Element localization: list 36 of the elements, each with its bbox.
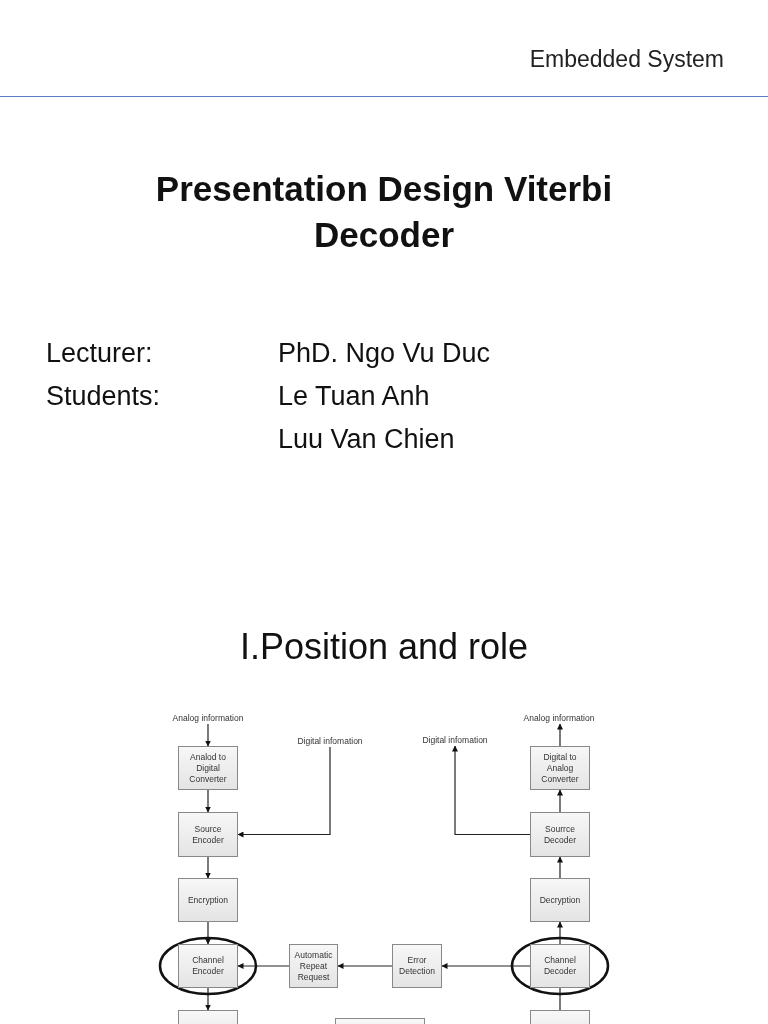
arrow xyxy=(337,963,393,969)
arrow xyxy=(237,746,331,838)
info-text: Le Tuan Anh xyxy=(278,381,430,412)
process-box: Digital to Analog Converter xyxy=(530,746,590,790)
process-box: Encryption xyxy=(178,878,238,922)
arrow xyxy=(205,856,211,879)
process-box: Decryption xyxy=(530,878,590,922)
process-box: Error Detection xyxy=(392,944,442,988)
arrow xyxy=(441,963,531,969)
info-text: Lecturer: xyxy=(46,338,153,369)
flow-label: Digital infomation xyxy=(290,735,370,747)
arrow xyxy=(237,963,290,969)
arrow xyxy=(557,789,563,813)
flow-label: Analog information xyxy=(168,712,248,724)
info-text: Students: xyxy=(46,381,161,412)
arrow xyxy=(557,856,563,879)
slide-title: Presentation Design Viterbi Decoder xyxy=(154,168,614,256)
info-text: PhD. Ngo Vu Duc xyxy=(278,338,491,369)
process-box: Analod to Digital Converter xyxy=(178,746,238,790)
process-box: Sourrce Decoder xyxy=(530,812,590,857)
process-box: Channel Decoder xyxy=(530,944,590,988)
process-box: Automatic Repeat Request xyxy=(289,944,338,988)
arrow xyxy=(557,723,563,747)
arrow xyxy=(205,723,211,747)
flow-label: Digital infomation xyxy=(415,734,495,746)
arrow xyxy=(205,921,211,945)
section-heading: I.Position and role xyxy=(238,626,530,668)
arrow xyxy=(557,921,563,945)
process-box: Source Encoder xyxy=(178,812,238,857)
header-text: Embedded System xyxy=(529,46,724,73)
flow-label: Analog information xyxy=(519,712,599,724)
arrow xyxy=(205,987,211,1011)
process-box: Channel Encoder xyxy=(178,944,238,988)
arrow xyxy=(205,789,211,813)
info-text: Luu Van Chien xyxy=(278,424,455,455)
arrow xyxy=(452,745,531,836)
